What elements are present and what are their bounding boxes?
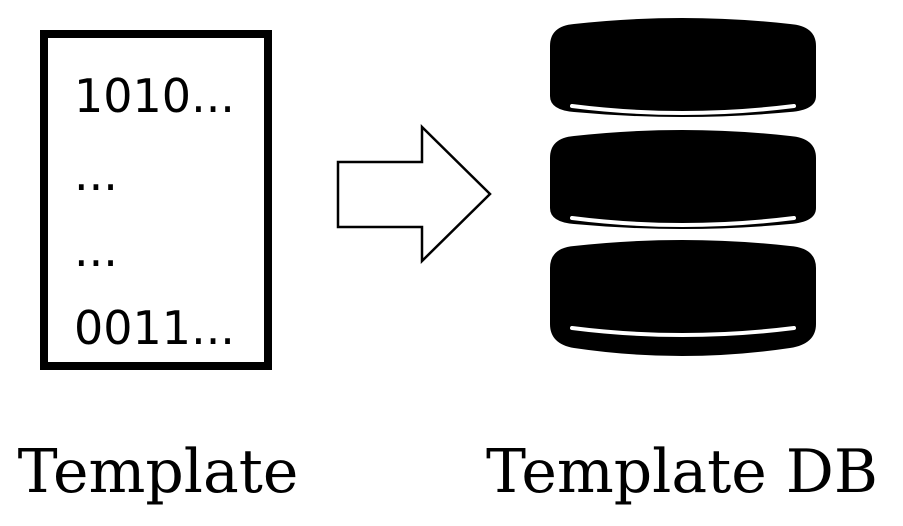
template-line-2: ...: [74, 147, 118, 201]
database-disk-bottom: [550, 240, 816, 356]
database-separator-3: [570, 326, 796, 337]
database-disk-middle: [550, 130, 816, 229]
database-icon: [550, 18, 816, 356]
template-line-1: 1010...: [74, 69, 235, 123]
template-caption: Template: [18, 437, 299, 507]
database-disk-top: [550, 18, 816, 117]
document-icon: [40, 30, 272, 370]
database-separator-1: [570, 104, 796, 115]
template-line-4: 0011...: [74, 301, 235, 355]
database-separator-2: [570, 216, 796, 227]
right-arrow-icon: [336, 124, 492, 264]
database-caption: Template DB: [486, 437, 878, 507]
template-document: 1010... ... ... 0011...: [40, 30, 272, 370]
template-line-3: ...: [74, 223, 118, 277]
